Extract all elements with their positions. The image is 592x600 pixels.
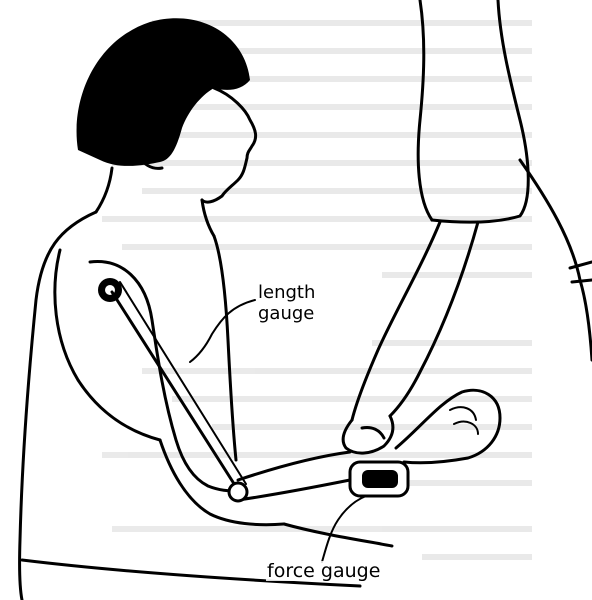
examiner-hand — [343, 416, 393, 453]
elbow-marker-icon — [229, 483, 247, 501]
force-gauge-label: force gauge — [266, 561, 381, 581]
length-gauge-leader — [190, 300, 255, 362]
length-gauge-label-line1: length — [257, 283, 316, 303]
length-gauge-rod — [112, 292, 238, 490]
person-neck — [96, 168, 214, 236]
force-gauge — [350, 462, 408, 496]
person-back — [20, 212, 96, 600]
person-forearm — [238, 452, 350, 500]
examiner-forearm — [352, 222, 478, 420]
length-gauge-label-line2: gauge — [257, 304, 315, 324]
examiner — [343, 0, 592, 453]
